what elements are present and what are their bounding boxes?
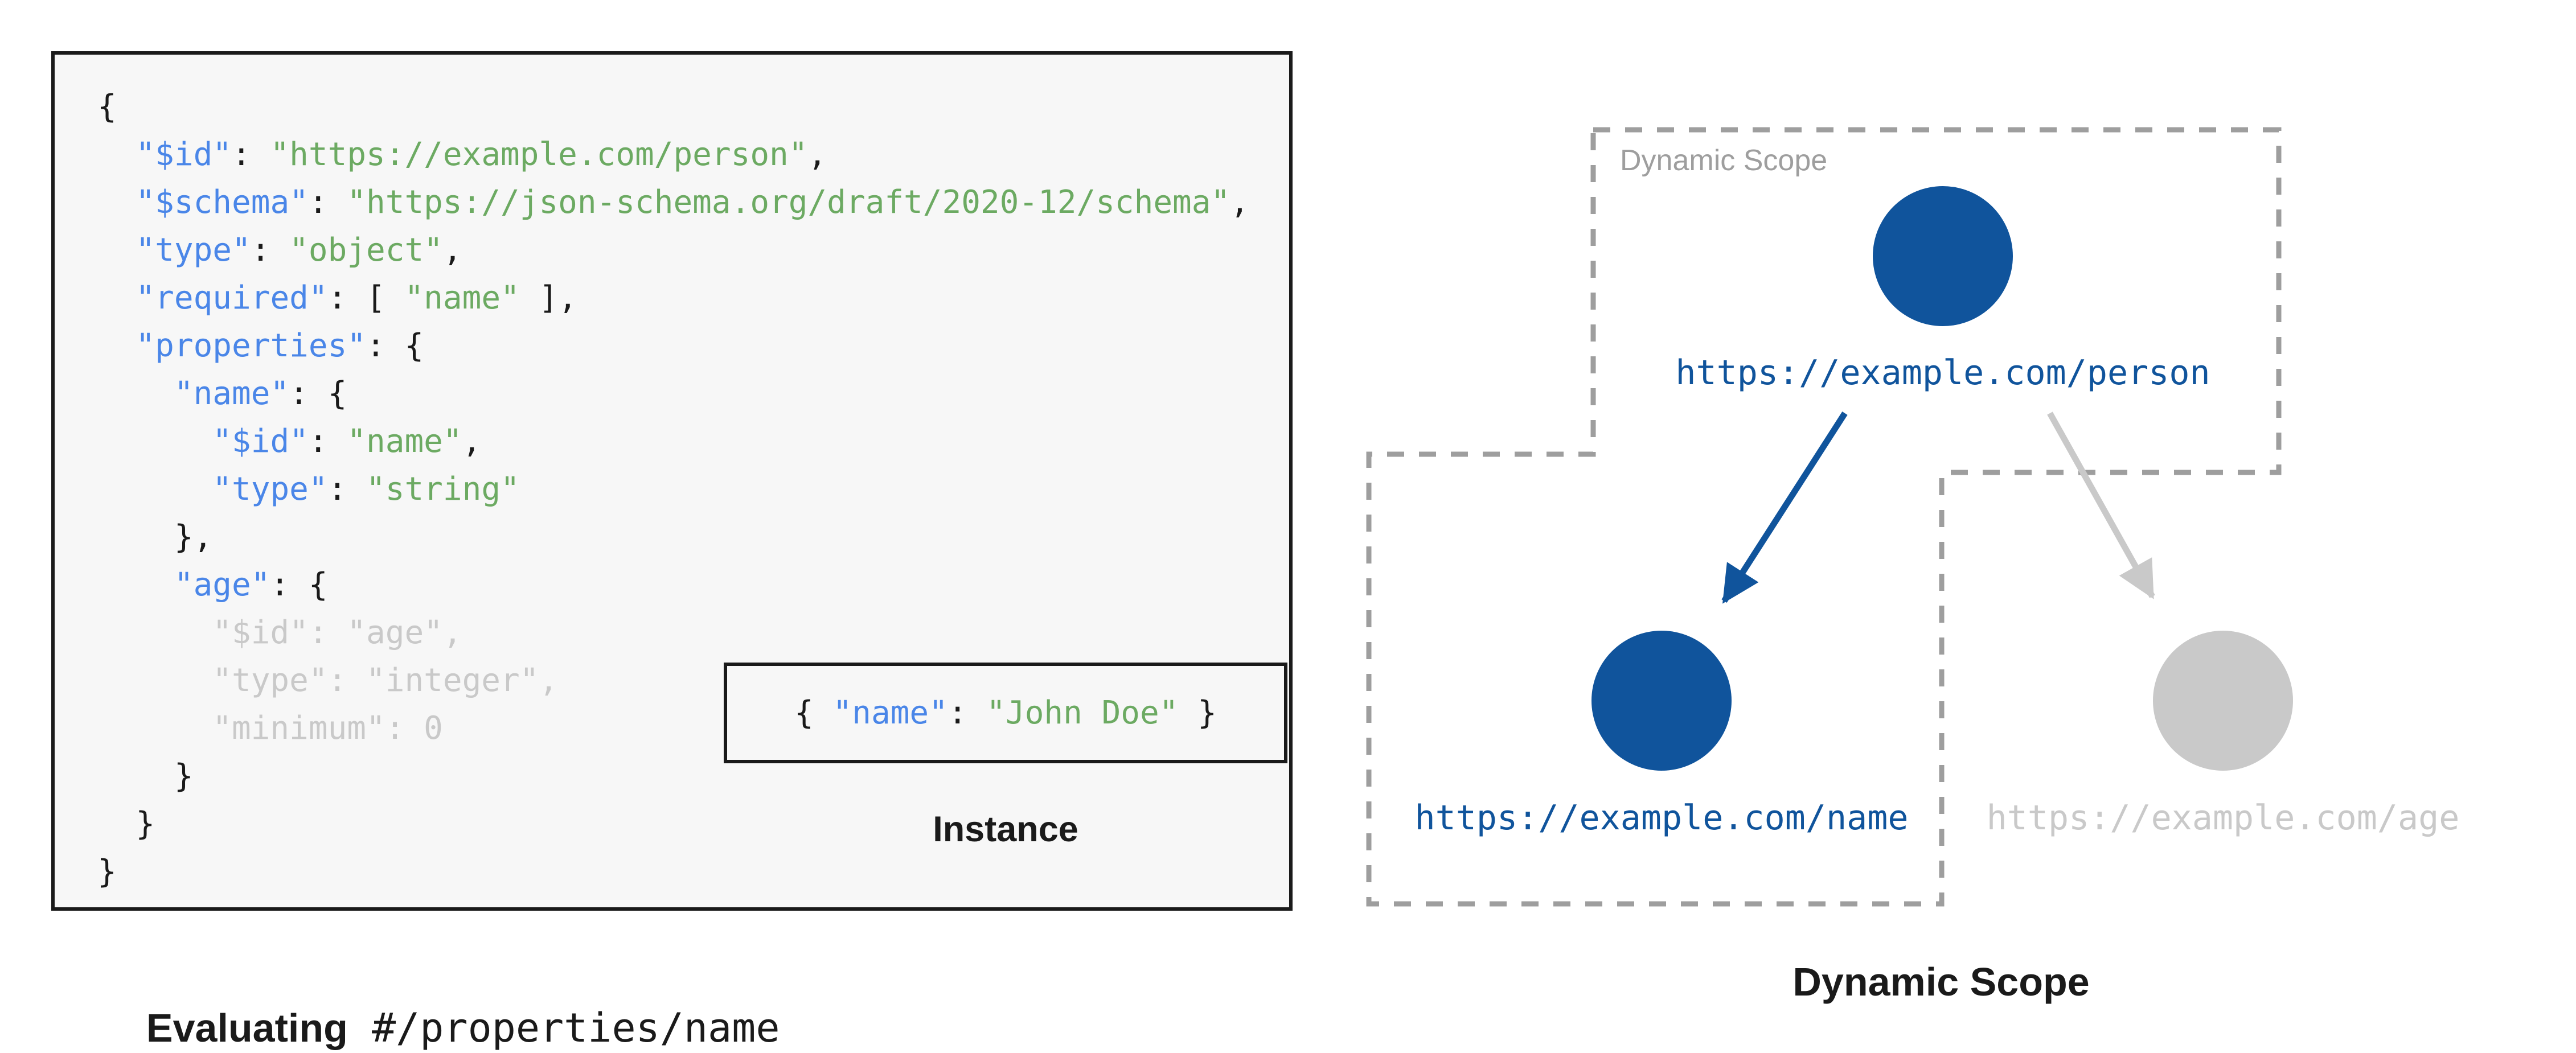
instance-box: { "name": "John Doe" } bbox=[724, 663, 1287, 763]
code-token: { bbox=[97, 88, 117, 125]
code-token: : bbox=[327, 471, 367, 508]
code-line: }, bbox=[97, 513, 1249, 561]
code-line: "type": "object", bbox=[97, 227, 1249, 274]
code-token: { bbox=[794, 694, 833, 731]
code-token: : { bbox=[270, 566, 328, 603]
code-line: "name": { bbox=[97, 370, 1249, 418]
code-token: "$id": "age", bbox=[97, 614, 462, 651]
code-token: "$id" bbox=[136, 136, 232, 173]
code-token: "name" bbox=[347, 423, 462, 460]
schema-code: { "$id": "https://example.com/person", "… bbox=[97, 83, 1249, 896]
code-token: "name" bbox=[404, 279, 520, 316]
code-token: "John Doe" bbox=[986, 694, 1179, 731]
code-token: } bbox=[97, 805, 155, 842]
code-token: : { bbox=[366, 327, 424, 364]
dynamic-scope-outline bbox=[1366, 127, 2282, 907]
code-token: } bbox=[97, 853, 117, 890]
code-token: "type": "integer", bbox=[97, 662, 559, 699]
code-token: "type" bbox=[136, 232, 251, 269]
code-token: "name" bbox=[174, 375, 290, 412]
code-line: "$id": "https://example.com/person", bbox=[97, 131, 1249, 179]
code-token: , bbox=[1230, 184, 1249, 221]
code-token: "properties" bbox=[136, 327, 367, 364]
code-token: "https://example.com/person" bbox=[270, 136, 808, 173]
code-line: } bbox=[97, 800, 1249, 848]
code-token: "minimum": 0 bbox=[97, 710, 443, 747]
code-token: : bbox=[308, 423, 347, 460]
code-token: , bbox=[807, 136, 827, 173]
code-line: } bbox=[97, 848, 1249, 896]
code-line: "properties": { bbox=[97, 322, 1249, 370]
code-token: "https://json-schema.org/draft/2020-12/s… bbox=[347, 184, 1230, 221]
code-line: "required": [ "name" ], bbox=[97, 274, 1249, 322]
left-caption: Evaluating #/properties/name bbox=[124, 959, 780, 1051]
dynamic-scope-inner-label: Dynamic Scope bbox=[1620, 144, 1828, 177]
name-node-url: https://example.com/name bbox=[1414, 798, 1909, 838]
person-node-url: https://example.com/person bbox=[1675, 353, 2210, 393]
code-line: "minimum": 0 bbox=[97, 705, 1249, 752]
code-line: } bbox=[97, 752, 1249, 800]
code-token: : bbox=[251, 232, 290, 269]
code-token: "$schema" bbox=[136, 184, 309, 221]
instance-label: Instance bbox=[933, 809, 1078, 849]
code-token: "name" bbox=[832, 694, 948, 731]
left-caption-evaluating: Evaluating bbox=[146, 1006, 348, 1050]
code-token: "$id" bbox=[212, 423, 309, 460]
code-line: "$schema": "https://json-schema.org/draf… bbox=[97, 179, 1249, 227]
code-token: , bbox=[462, 423, 482, 460]
code-token: } bbox=[1178, 694, 1217, 731]
code-token: : bbox=[308, 184, 347, 221]
code-token: "type" bbox=[212, 471, 328, 508]
code-line: "$id": "age", bbox=[97, 609, 1249, 657]
code-token: "object" bbox=[289, 232, 443, 269]
code-token: ], bbox=[519, 279, 577, 316]
code-line: "type": "string" bbox=[97, 466, 1249, 513]
code-token: : [ bbox=[327, 279, 405, 316]
code-line: "type": "integer", bbox=[97, 657, 1249, 705]
age-node-circle bbox=[2153, 631, 2293, 771]
code-line: "age": { bbox=[97, 561, 1249, 609]
code-token: : bbox=[947, 694, 987, 731]
code-token: , bbox=[442, 232, 462, 269]
code-token: "required" bbox=[136, 279, 328, 316]
left-caption-pointer: #/properties/name bbox=[347, 1005, 780, 1051]
code-token: : bbox=[232, 136, 270, 173]
code-token: : { bbox=[289, 375, 347, 412]
code-token: "string" bbox=[366, 471, 520, 508]
arrow-person-to-age bbox=[2047, 412, 2155, 599]
right-caption: Dynamic Scope bbox=[1792, 960, 2090, 1004]
code-line: "$id": "name", bbox=[97, 418, 1249, 466]
person-node-circle bbox=[1873, 186, 2013, 326]
age-node-url: https://example.com/age bbox=[1986, 798, 2460, 838]
code-token: }, bbox=[97, 519, 213, 556]
name-node-circle bbox=[1591, 631, 1732, 771]
code-token: "age" bbox=[174, 566, 270, 603]
arrow-person-to-name bbox=[1721, 412, 1848, 604]
code-line: { bbox=[97, 83, 1249, 131]
code-token: } bbox=[97, 758, 194, 795]
schema-code-box: { "$id": "https://example.com/person", "… bbox=[51, 51, 1293, 911]
